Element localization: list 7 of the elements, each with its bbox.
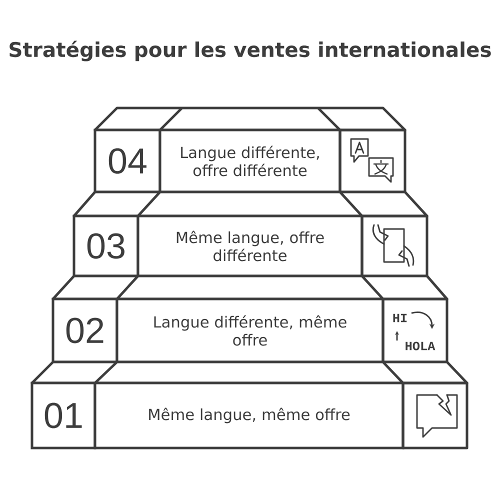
number-cell: 02 — [52, 298, 118, 364]
icon-word: HI — [393, 314, 407, 322]
number-cell: 04 — [94, 128, 162, 194]
icon-word: HOLA — [406, 342, 436, 350]
number-cell: 01 — [30, 382, 96, 450]
number-cell: 03 — [72, 214, 140, 278]
title: Stratégies pour les ventes internationales — [10, 40, 491, 62]
